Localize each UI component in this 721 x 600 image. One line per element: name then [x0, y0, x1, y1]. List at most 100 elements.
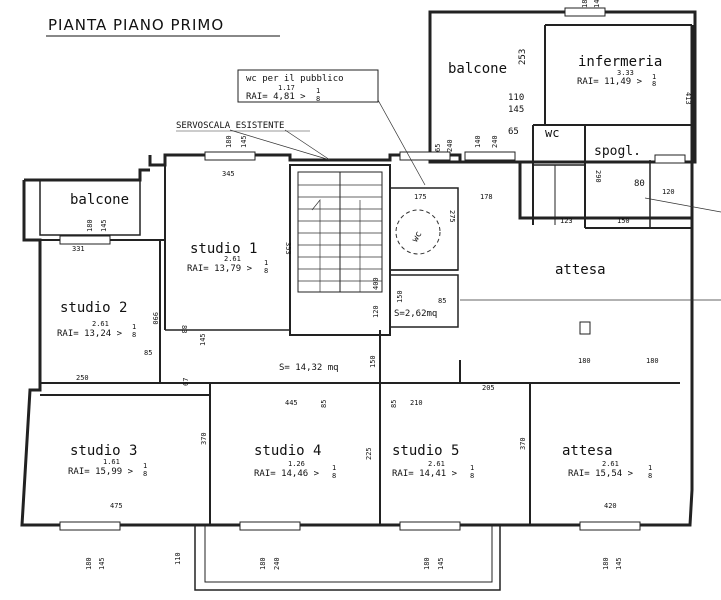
dim-8: 85: [144, 349, 152, 357]
dim-17: 140: [474, 135, 482, 148]
dim-1: 145: [240, 135, 248, 148]
attesa-2-frac-den2: 8: [648, 472, 652, 480]
wc-pubblico-frac-den: 1: [316, 87, 320, 95]
studio-1-frac-den: 1: [264, 259, 268, 267]
dim-60: 145: [593, 0, 601, 8]
dim-5: 331: [72, 245, 85, 253]
room-name-spogl: spogl.: [594, 144, 641, 159]
room-name-studio-1: studio 1: [190, 241, 257, 257]
studio-4-frac-den2: 8: [332, 472, 336, 480]
dim-31: 150: [617, 217, 630, 225]
dim-25: 413: [684, 92, 692, 105]
dim-45: 475: [110, 502, 123, 510]
wc-pubblico-frac-den2: 8: [316, 95, 320, 103]
dim-3: 180: [86, 219, 94, 232]
studio-4-frac-den: 1: [332, 464, 336, 472]
dim-32: 250: [76, 374, 89, 382]
studio-5-frac-den: 1: [470, 464, 474, 472]
room-name-studio-4: studio 4: [254, 443, 321, 459]
studio-1-frac-den2: 8: [264, 267, 268, 275]
room-name-studio-5: studio 5: [392, 443, 459, 459]
studio-4-frac-num: 1.26: [288, 460, 305, 468]
dim-47: 180: [85, 557, 93, 570]
attesa-2-rai: RAI= 15,54 >: [568, 469, 634, 479]
studio-3-frac-den: 1: [143, 462, 147, 470]
dimension-labels: 180 145 345 180 145 331 353 990 85 83 14…: [72, 0, 692, 570]
dim-14: 85: [438, 297, 446, 305]
dim-10: 145: [199, 333, 207, 346]
dim-29: 120: [662, 188, 675, 196]
dim-36: 150: [369, 355, 377, 368]
dim-42: 370: [200, 432, 208, 445]
dim-4: 145: [100, 219, 108, 232]
studio-5-rai: RAI= 14,41 >: [392, 469, 458, 479]
dim-13: 150: [396, 290, 404, 303]
plan-title: PIANTA PIANO PRIMO: [48, 16, 224, 34]
fixture-square: [579, 321, 591, 335]
studio-2-rai: RAI= 13,24 >: [57, 329, 123, 339]
dim-7: 990: [151, 312, 159, 325]
dim-48: 145: [98, 557, 106, 570]
dim-37: 205: [482, 384, 495, 392]
dim-41: 210: [410, 399, 423, 407]
dim-28: 65: [508, 127, 519, 137]
infermeria-rai: RAI= 11,49 >: [577, 77, 643, 87]
infermeria-frac-den: 1: [652, 73, 656, 81]
dim-24: 253: [518, 49, 528, 65]
dim-11: 120: [372, 305, 380, 318]
dim-34: 445: [285, 399, 298, 407]
wall-upper-right: [428, 10, 697, 164]
room-name-studio-3: studio 3: [70, 443, 137, 459]
dim-30: 123: [560, 217, 573, 225]
studio-4-rai: RAI= 14,46 >: [254, 469, 320, 479]
wc-pubblico-rai: RAI= 4,81 >: [246, 92, 306, 102]
room-name-studio-2: studio 2: [60, 300, 127, 316]
studio-3-frac-num: 1.61: [103, 458, 120, 466]
dim-23: 145: [508, 105, 524, 115]
wc-pubblico-box: [237, 69, 379, 103]
room-labels: balcone infermeria 3.33 RAI= 11,49 > 1 8…: [57, 54, 662, 480]
dim-38: 180: [578, 357, 591, 365]
dim-49: 180: [259, 557, 267, 570]
studio-1-frac-num: 2.61: [224, 255, 241, 263]
room-name-wc-small: wc: [410, 230, 424, 244]
area-stair: S= 14,32 mq: [279, 363, 339, 373]
wc-pubblico-frac-num: 1.17: [278, 84, 295, 92]
dim-50: 240: [273, 557, 281, 570]
windows: [59, 7, 686, 531]
area-small: S=2,62mq: [394, 309, 437, 319]
dim-44: 370: [519, 437, 527, 450]
wc-turning-circle: [395, 209, 441, 255]
dim-39: 180: [646, 357, 659, 365]
room-name-wc: wc: [545, 126, 559, 140]
dim-53: 180: [602, 557, 610, 570]
dim-40: 85: [390, 400, 398, 408]
studio-5-frac-den2: 8: [470, 472, 474, 480]
dim-16: 275: [448, 210, 456, 223]
attesa-2-frac-num: 2.61: [602, 460, 619, 468]
dim-0: 180: [225, 135, 233, 148]
dim-18: 240: [491, 135, 499, 148]
room-name-infermeria: infermeria: [578, 54, 662, 70]
studio-5-frac-num: 2.61: [428, 460, 445, 468]
dim-35: 85: [320, 400, 328, 408]
dim-52: 145: [437, 557, 445, 570]
attesa-2-frac-den: 1: [648, 464, 652, 472]
dim-22: 110: [508, 93, 524, 103]
dim-26: 290: [594, 170, 602, 183]
room-name-attesa-2: attesa: [562, 443, 613, 459]
infermeria-frac-num: 3.33: [617, 69, 634, 77]
room-name-balcone-left: balcone: [70, 192, 129, 208]
walls: [20, 10, 697, 591]
dim-9: 83: [180, 325, 188, 333]
dim-59: 180: [581, 0, 589, 8]
leader-lines: [229, 99, 721, 301]
studio-3-rai: RAI= 15,99 >: [68, 467, 134, 477]
dim-51: 180: [423, 557, 431, 570]
dim-33: 67: [182, 378, 190, 386]
dim-27: 80: [634, 179, 645, 189]
stair-steps: [298, 184, 382, 292]
dim-21: 240: [446, 139, 454, 152]
studio-2-frac-den2: 8: [132, 331, 136, 339]
